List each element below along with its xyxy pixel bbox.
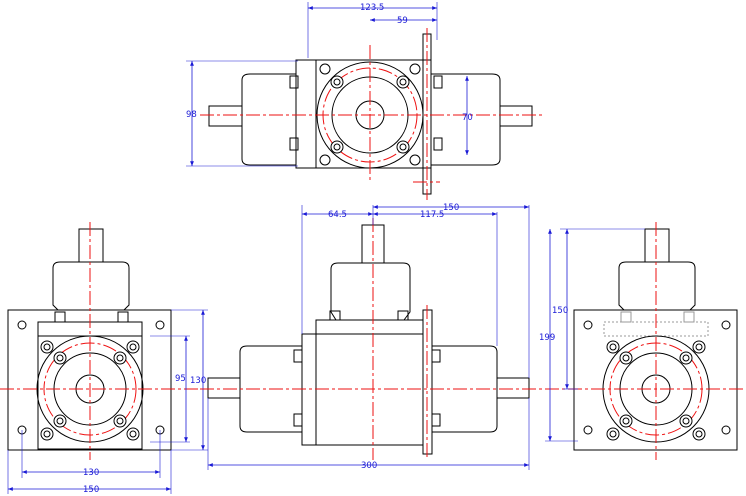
front-right-shaft	[496, 377, 530, 399]
front-left-housing	[239, 345, 303, 433]
right-shaft	[644, 228, 670, 263]
dim-top-total-width: 123.5	[360, 3, 384, 13]
right-view: 150 199	[539, 222, 746, 460]
left-shaft	[78, 228, 104, 263]
top-view: 123.5 59 98 70	[186, 2, 545, 200]
dim-front-overall-length: 300	[361, 461, 377, 471]
right-motor	[618, 261, 696, 311]
top-right-shaft	[499, 105, 533, 127]
top-left-housing	[241, 73, 297, 166]
top-right-housing	[430, 73, 501, 166]
top-body-left	[295, 59, 317, 169]
dim-right-199: 199	[539, 333, 555, 343]
front-right-housing	[431, 345, 498, 433]
dim-front-right: 117.5	[420, 210, 444, 220]
dim-left-inner-width: 130	[83, 468, 99, 478]
dim-left-inner-height: 95	[175, 374, 186, 384]
front-motor	[330, 262, 411, 321]
left-motor	[52, 261, 130, 311]
dim-top-flange: 70	[462, 113, 473, 123]
front-left-shaft	[207, 377, 241, 399]
dim-top-shaft-offset: 59	[397, 16, 408, 26]
front-view: 150 64.5 117.5 300	[200, 203, 545, 471]
dim-left-outer-height: 130	[190, 376, 206, 386]
top-left-shaft	[208, 105, 243, 127]
dim-top-height: 98	[186, 110, 197, 120]
dim-front-total: 150	[443, 203, 459, 213]
dim-front-left: 64.5	[328, 210, 347, 220]
dim-left-outer-width: 150	[83, 485, 99, 495]
left-view: 95 130 130 150	[0, 222, 208, 495]
dim-right-150: 150	[552, 306, 568, 316]
